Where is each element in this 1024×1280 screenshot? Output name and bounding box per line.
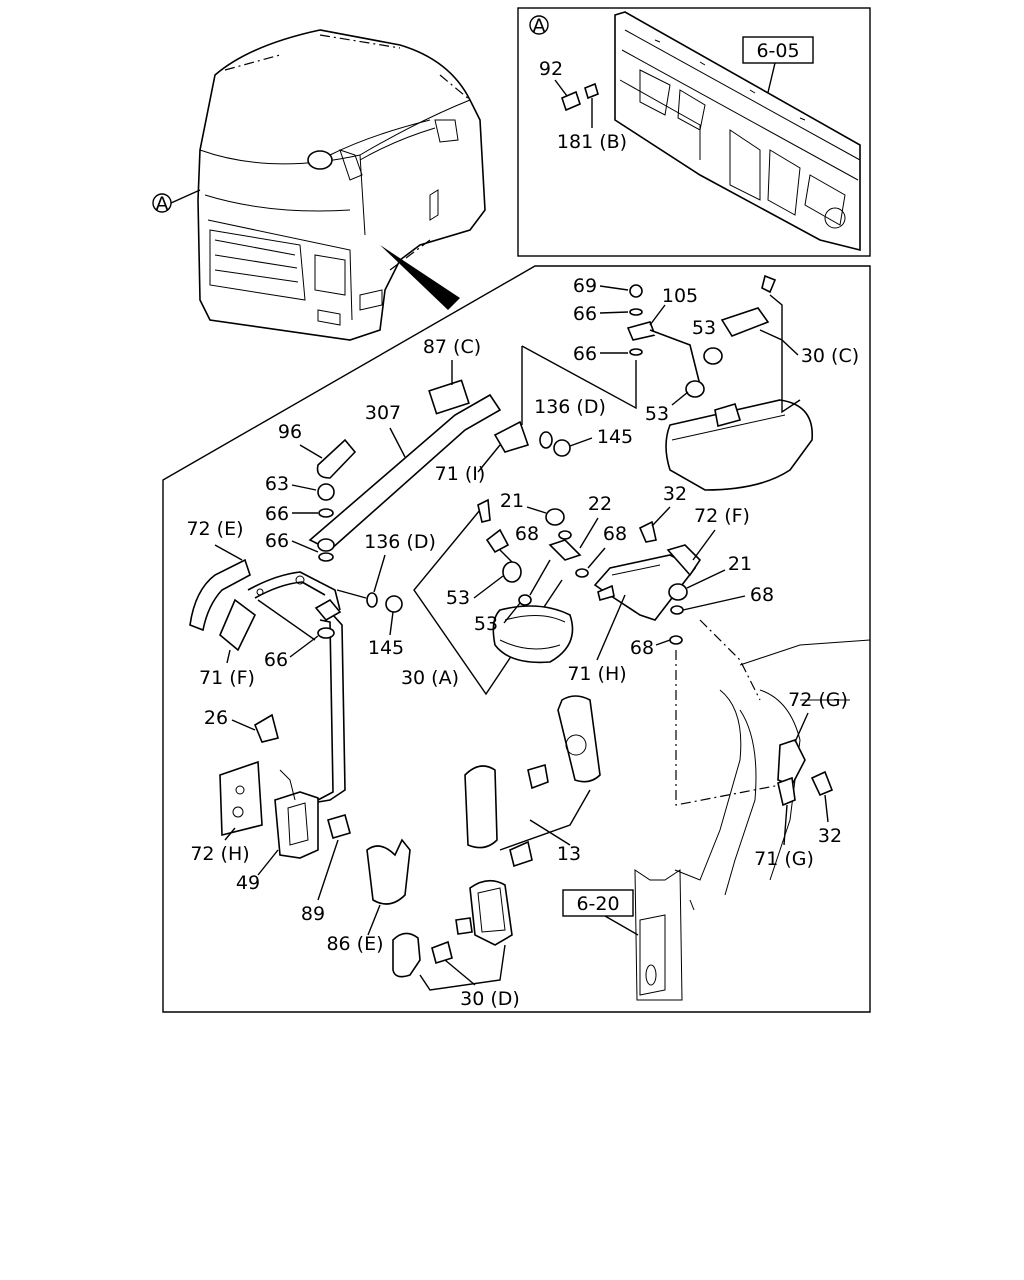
- label-145-left: 145: [368, 637, 404, 659]
- label-89: 89: [301, 903, 325, 925]
- label-72h: 72 (H): [190, 843, 249, 865]
- label-26: 26: [204, 707, 228, 729]
- label-22: 22: [588, 493, 612, 515]
- label-21-right: 21: [728, 553, 752, 575]
- part-13-mirror-head: [557, 695, 601, 783]
- part-49-mount: [274, 791, 319, 859]
- label-66-left-b: 66: [265, 530, 289, 552]
- part-66-washer-d: [317, 627, 335, 639]
- label-71g: 71 (G): [754, 848, 814, 870]
- label-145-top: 145: [597, 426, 633, 448]
- part-136d-washer: [539, 431, 553, 449]
- detail-a-marker-circle: [529, 15, 549, 35]
- main-frame: [162, 265, 871, 1013]
- label-96: 96: [278, 421, 302, 443]
- label-32-bottom: 32: [818, 825, 842, 847]
- part-66-washer-b: [317, 538, 335, 552]
- truck-cab-illustration: [197, 29, 486, 341]
- label-71i: 71 (I): [435, 463, 486, 485]
- right-mirror-arm-assembly: [593, 520, 702, 645]
- label-307: 307: [365, 402, 401, 424]
- part-clip-center: [485, 528, 510, 554]
- part-71i-bracket: [493, 420, 530, 453]
- label-53-lower: 53: [645, 403, 669, 425]
- part-bolt-center: [477, 498, 491, 523]
- part-66-washer-c: [318, 552, 334, 562]
- part-89-bolt: [327, 814, 351, 839]
- label-66-left-c: 66: [264, 649, 288, 671]
- dash-panel-assembly: [614, 11, 861, 252]
- part-68-washer-right: [575, 568, 589, 578]
- label-92: 92: [539, 58, 563, 80]
- label-71h: 71 (H): [567, 663, 626, 685]
- part-92-bolt: [561, 90, 581, 112]
- label-66-left-a: 66: [265, 503, 289, 525]
- label-136d-left: 136 (D): [364, 531, 436, 553]
- part-96-bulb: [316, 438, 357, 479]
- label-30c: 30 (C): [801, 345, 859, 367]
- label-30d: 30 (D): [460, 988, 520, 1010]
- part-13-screw: [509, 840, 533, 868]
- mirror-30c-assembly: [626, 274, 813, 491]
- label-136d-top: 136 (D): [534, 396, 606, 418]
- label-49: 49: [236, 872, 260, 894]
- section-ref-605: 6-05: [756, 40, 799, 62]
- part-30a-mirror: [492, 605, 574, 664]
- part-181b-gasket: [584, 82, 599, 100]
- part-66-washer-a: [318, 508, 334, 518]
- label-68-far-right: 68: [750, 584, 774, 606]
- part-68-washer-center: [558, 530, 572, 540]
- left-mirror-arm-assembly: [189, 558, 403, 831]
- label-105: 105: [662, 285, 698, 307]
- label-63: 63: [265, 473, 289, 495]
- part-30d-cap: [392, 932, 421, 978]
- label-181b: 181 (B): [557, 131, 627, 153]
- label-86e: 86 (E): [326, 933, 383, 955]
- part-21-nut-center: [545, 508, 565, 526]
- label-32-top: 32: [663, 483, 687, 505]
- part-53-cap-center: [502, 561, 522, 583]
- label-53-upper: 53: [692, 317, 716, 339]
- part-72h-plate: [219, 760, 263, 837]
- label-66-mid: 66: [573, 343, 597, 365]
- detail-marker-label: A: [156, 193, 169, 215]
- part-87c-plate: [428, 379, 470, 415]
- label-87c: 87 (C): [423, 336, 481, 358]
- label-72f: 72 (F): [694, 505, 750, 527]
- label-53-center-a: 53: [446, 587, 470, 609]
- label-21-center: 21: [500, 490, 524, 512]
- part-30d-bracket: [455, 917, 473, 935]
- part-22-bracket: [548, 539, 582, 561]
- detail-a-frame: [517, 7, 871, 257]
- label-66-top: 66: [573, 303, 597, 325]
- label-68-center: 68: [515, 523, 539, 545]
- label-71f: 71 (F): [199, 667, 255, 689]
- label-53-center-b: 53: [474, 613, 498, 635]
- label-68-right: 68: [603, 523, 627, 545]
- section-ref-620: 6-20: [576, 893, 619, 915]
- cab-pillar-outline: [634, 619, 871, 1001]
- part-145-nut-top: [553, 439, 571, 457]
- part-53-screw-center: [518, 594, 532, 606]
- part-13-cover: [464, 765, 498, 849]
- detail-a-marker-label: A: [533, 15, 546, 37]
- part-13-bracket: [527, 763, 549, 790]
- section-ref-620-box: [562, 889, 634, 917]
- label-13: 13: [557, 843, 581, 865]
- label-72e: 72 (E): [186, 518, 243, 540]
- section-ref-605-box: [742, 36, 814, 64]
- label-30a: 30 (A): [401, 667, 459, 689]
- part-26-clip: [253, 713, 279, 743]
- label-69: 69: [573, 275, 597, 297]
- label-72g: 72 (G): [788, 689, 848, 711]
- part-63-nut: [317, 483, 335, 501]
- part-86e-cover: [366, 838, 411, 905]
- part-30d-screw: [431, 940, 453, 965]
- label-68-lower-right: 68: [630, 637, 654, 659]
